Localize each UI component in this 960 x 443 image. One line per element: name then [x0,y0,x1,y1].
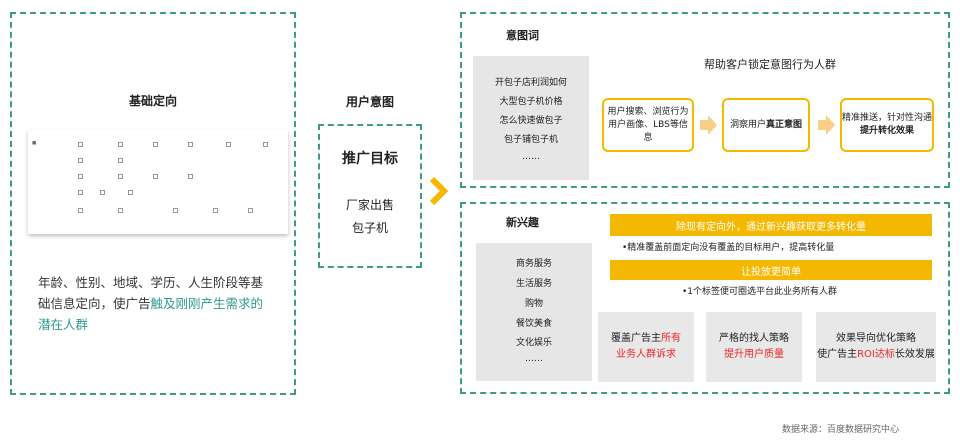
card3-text-c: ROI达标 [857,349,895,360]
intent-step-1: 用户搜索、浏览行为 用户画像、LBS等信息 [602,98,694,152]
keyword-3: 怎么快速做包子 [499,116,563,126]
intent-step-3: 精准推送，针对性沟通 提升转化效果 [840,98,934,152]
basic-targeting-panel [10,12,296,395]
card1-text-b: 所有 [661,333,681,344]
new-interest-title: 新兴趣 [506,216,539,229]
chevron-right-icon [429,176,449,206]
category-4: 餐饮美食 [515,319,552,329]
step3-bold: 提升转化效果 [859,126,914,136]
interest-bar-2: 让投放更简单 [610,260,932,280]
interest-bullet-1: •精准覆盖前面定向没有覆盖的目标用户，提高转化量 [622,243,835,253]
category-5: 文化娱乐 [515,338,552,348]
arrow-right-icon [818,115,835,135]
step1-line1: 用户搜索、浏览行为 [607,106,689,117]
intent-words-title: 意图词 [506,29,539,42]
step2-bold: 真正意图 [766,119,803,130]
card1-text-a: 覆盖广告主 [611,333,661,344]
promotion-goal-title: 推广目标 [342,151,398,167]
step3-line1: 精准推送，针对性沟通 [842,113,933,123]
category-6: …… [525,354,543,364]
card1-text-c: 业务人群诉求 [616,349,676,360]
targeting-form-illustration: ■ [28,130,288,234]
card2-text-a: 严格的找人策略 [719,333,789,344]
keyword-2: 大型包子机价格 [499,97,563,107]
card3-text-d: 长效发展 [894,349,935,360]
user-intent-header: 用户意图 [345,95,394,109]
card2-text-b: 提升用户质量 [724,349,784,360]
intent-keywords-box [473,56,589,180]
promotion-goal-box [318,124,422,268]
intent-headline: 帮助客户锁定意图行为人群 [704,58,836,71]
category-2: 生活服务 [515,279,552,289]
interest-card-coverage: 覆盖广告主所有 业务人群诉求 [598,312,694,382]
interest-bar-1: 除现有定向外，通过新兴趣获取更多转化量 [610,214,932,236]
interest-bullet-2: •1个标签便可圈选平台此业务所有人群 [682,287,838,297]
description-highlight: 触及刚刚产生需求的潜在人群 [38,296,264,332]
new-interest-panel [460,202,950,394]
interest-card-strategy: 严格的找人策略 提升用户质量 [706,312,802,382]
keyword-1: 开包子店利润如何 [494,78,567,88]
basic-targeting-description: 年龄、性别、地域、学历、人生阶段等基础信息定向，使广告触及刚刚产生需求的潜在人群 [38,272,274,335]
step1-line2: 用户画像、LBS等信息 [608,119,688,143]
interest-categories-box [476,243,592,381]
category-3: 购物 [524,299,543,309]
keyword-5: …… [522,152,540,162]
card3-text-a: 效果导向优化策略 [836,333,916,344]
intent-step-2: 洞察用户真正意图 [722,98,810,152]
card3-text-b: 使广告主 [817,349,858,360]
step2-plain: 洞察用户 [729,119,766,130]
promotion-goal-line1: 厂家出售 [345,198,394,212]
data-source-note: 数据来源：百度数据研究中心 [782,425,900,435]
description-plain: 年龄、性别、地域、学历、人生阶段等基础信息定向，使广告 [38,275,264,311]
intent-words-panel [460,12,950,188]
basic-targeting-title: 基础定向 [128,94,177,108]
arrow-right-icon [700,115,717,135]
category-1: 商务服务 [515,259,552,269]
interest-card-roi: 效果导向优化策略 使广告主ROI达标长效发展 [816,312,936,382]
keyword-4: 包子铺包子机 [503,135,558,145]
promotion-goal-line2: 包子机 [351,221,388,235]
